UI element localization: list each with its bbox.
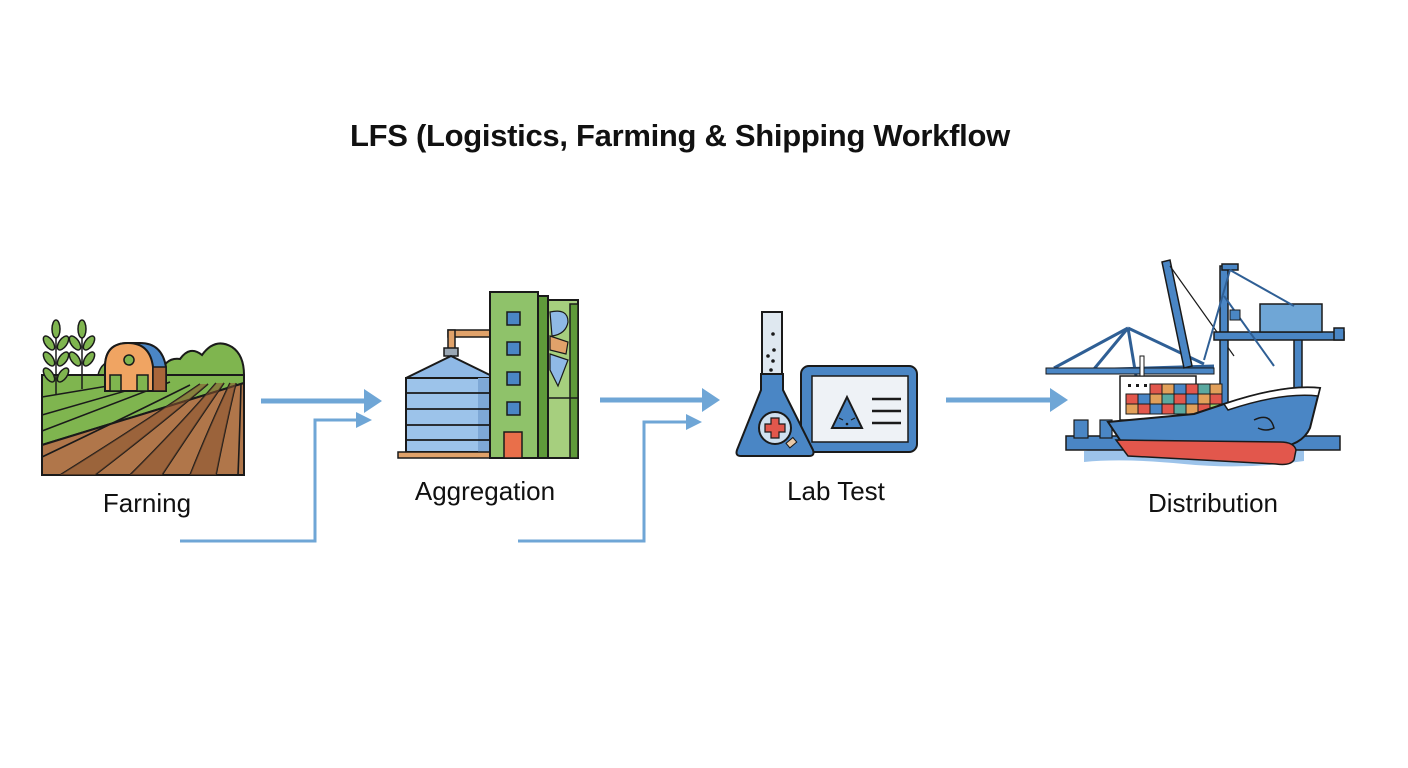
arrowhead-icon [686, 414, 702, 430]
connector-aggregation-labtest-straight [600, 388, 720, 412]
stage-aggregation [397, 290, 582, 460]
farm-field-icon [41, 319, 246, 476]
arrowhead-icon [702, 388, 720, 412]
arrowhead-icon [356, 412, 372, 428]
stage-farming [40, 315, 246, 477]
grain-silo-icon [397, 291, 579, 459]
lab-flask-icon [735, 311, 918, 457]
stage-lab-test [735, 310, 923, 460]
stage-label-aggregation: Aggregation [414, 476, 556, 506]
diagram-title: LFS (Logistics, Farming & Shipping Workf… [350, 118, 1010, 153]
cargo-ship-port-icon [1045, 259, 1345, 467]
stage-distribution [1044, 256, 1346, 474]
stage-label-distribution: Distribution [1147, 488, 1279, 518]
connector-farming-aggregation-straight [261, 389, 382, 413]
stage-label-farming: Farning [102, 488, 192, 518]
arrowhead-icon [364, 389, 382, 413]
stage-label-lab-test: Lab Test [787, 476, 885, 506]
